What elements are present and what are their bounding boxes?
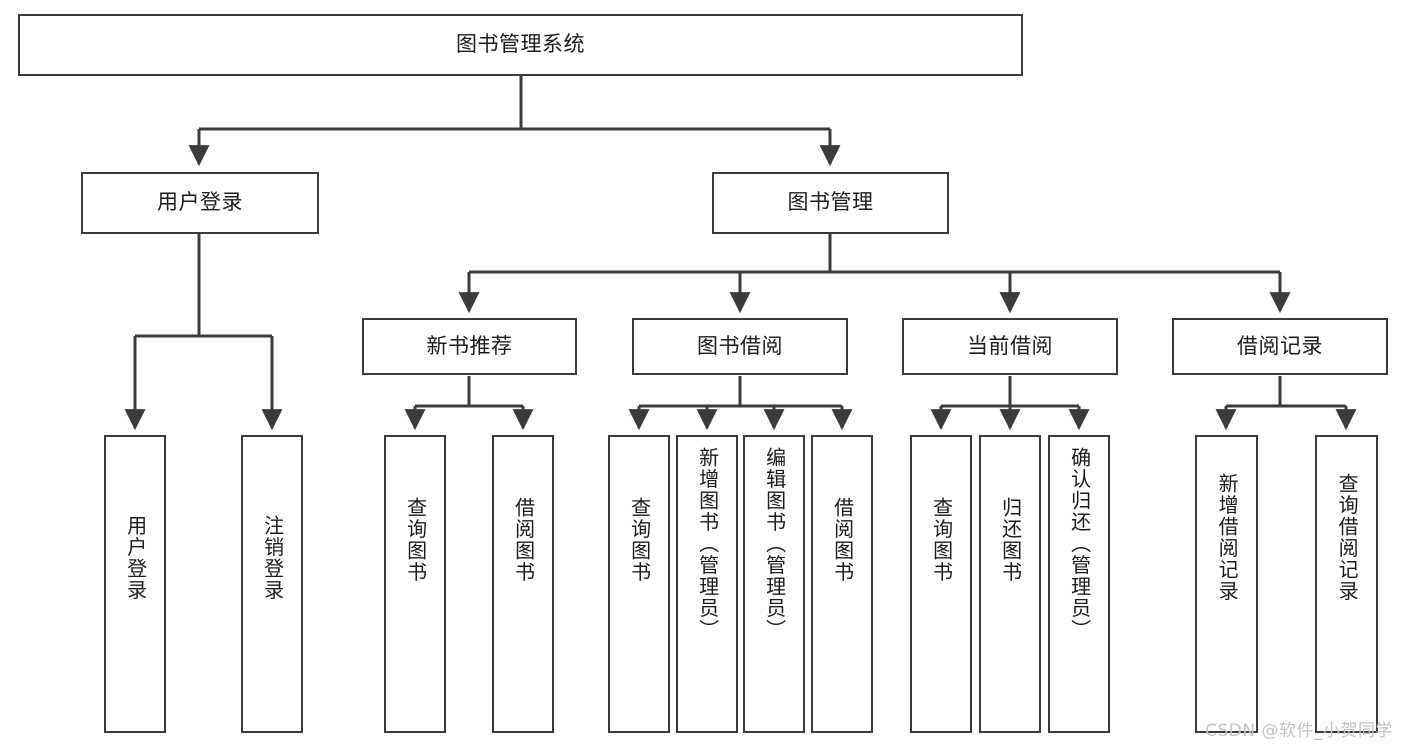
leaf-confirm-return-label: 确认归还（管理员） xyxy=(1067,447,1092,641)
node-book-manage[interactable]: 图书管理 xyxy=(712,172,949,234)
leaf-query-book-2[interactable]: 查询图书 xyxy=(608,435,670,733)
leaf-query-record-label: 查询借阅记录 xyxy=(1335,473,1360,602)
csdn-watermark: CSDN @软件_小贺同学 xyxy=(1205,721,1393,741)
node-user-login[interactable]: 用户登录 xyxy=(81,172,319,234)
leaf-confirm-return[interactable]: 确认归还（管理员） xyxy=(1048,435,1110,733)
leaf-query-book-1[interactable]: 查询图书 xyxy=(384,435,446,733)
node-new-book-recommend[interactable]: 新书推荐 xyxy=(362,318,577,375)
node-user-login-label: 用户登录 xyxy=(157,190,243,215)
leaf-query-record[interactable]: 查询借阅记录 xyxy=(1315,435,1378,733)
node-current-borrow[interactable]: 当前借阅 xyxy=(902,318,1118,375)
node-borrow-record-label: 借阅记录 xyxy=(1237,333,1323,358)
leaf-query-book-3[interactable]: 查询图书 xyxy=(910,435,972,733)
leaf-borrow-book-2-label: 借阅图书 xyxy=(830,497,855,583)
leaf-borrow-book-2[interactable]: 借阅图书 xyxy=(811,435,873,733)
leaf-edit-book-label: 编辑图书（管理员） xyxy=(762,447,787,641)
leaf-return-book[interactable]: 归还图书 xyxy=(979,435,1041,733)
node-book-borrow[interactable]: 图书借阅 xyxy=(632,318,848,375)
node-root[interactable]: 图书管理系统 xyxy=(18,14,1023,76)
node-book-borrow-label: 图书借阅 xyxy=(697,333,783,358)
node-book-manage-label: 图书管理 xyxy=(787,190,874,215)
leaf-query-book-1-label: 查询图书 xyxy=(403,497,428,583)
leaf-add-record[interactable]: 新增借阅记录 xyxy=(1195,435,1258,733)
leaf-user-login[interactable]: 用户登录 xyxy=(104,435,166,733)
leaf-user-login-label: 用户登录 xyxy=(123,515,148,601)
node-current-borrow-label: 当前借阅 xyxy=(967,333,1053,358)
leaf-add-record-label: 新增借阅记录 xyxy=(1215,473,1240,602)
node-new-book-recommend-label: 新书推荐 xyxy=(426,333,513,358)
leaf-borrow-book-1[interactable]: 借阅图书 xyxy=(492,435,554,733)
leaf-edit-book[interactable]: 编辑图书（管理员） xyxy=(743,435,805,733)
leaf-return-book-label: 归还图书 xyxy=(998,497,1023,583)
leaf-query-book-2-label: 查询图书 xyxy=(627,497,652,583)
node-borrow-record[interactable]: 借阅记录 xyxy=(1172,318,1388,375)
leaf-logout-label: 注销登录 xyxy=(260,515,285,601)
leaf-query-book-3-label: 查询图书 xyxy=(929,497,954,583)
leaf-add-book[interactable]: 新增图书（管理员） xyxy=(676,435,738,733)
leaf-logout[interactable]: 注销登录 xyxy=(241,435,303,733)
leaf-borrow-book-1-label: 借阅图书 xyxy=(511,497,536,583)
node-root-label: 图书管理系统 xyxy=(456,32,585,57)
leaf-add-book-label: 新增图书（管理员） xyxy=(695,447,720,641)
